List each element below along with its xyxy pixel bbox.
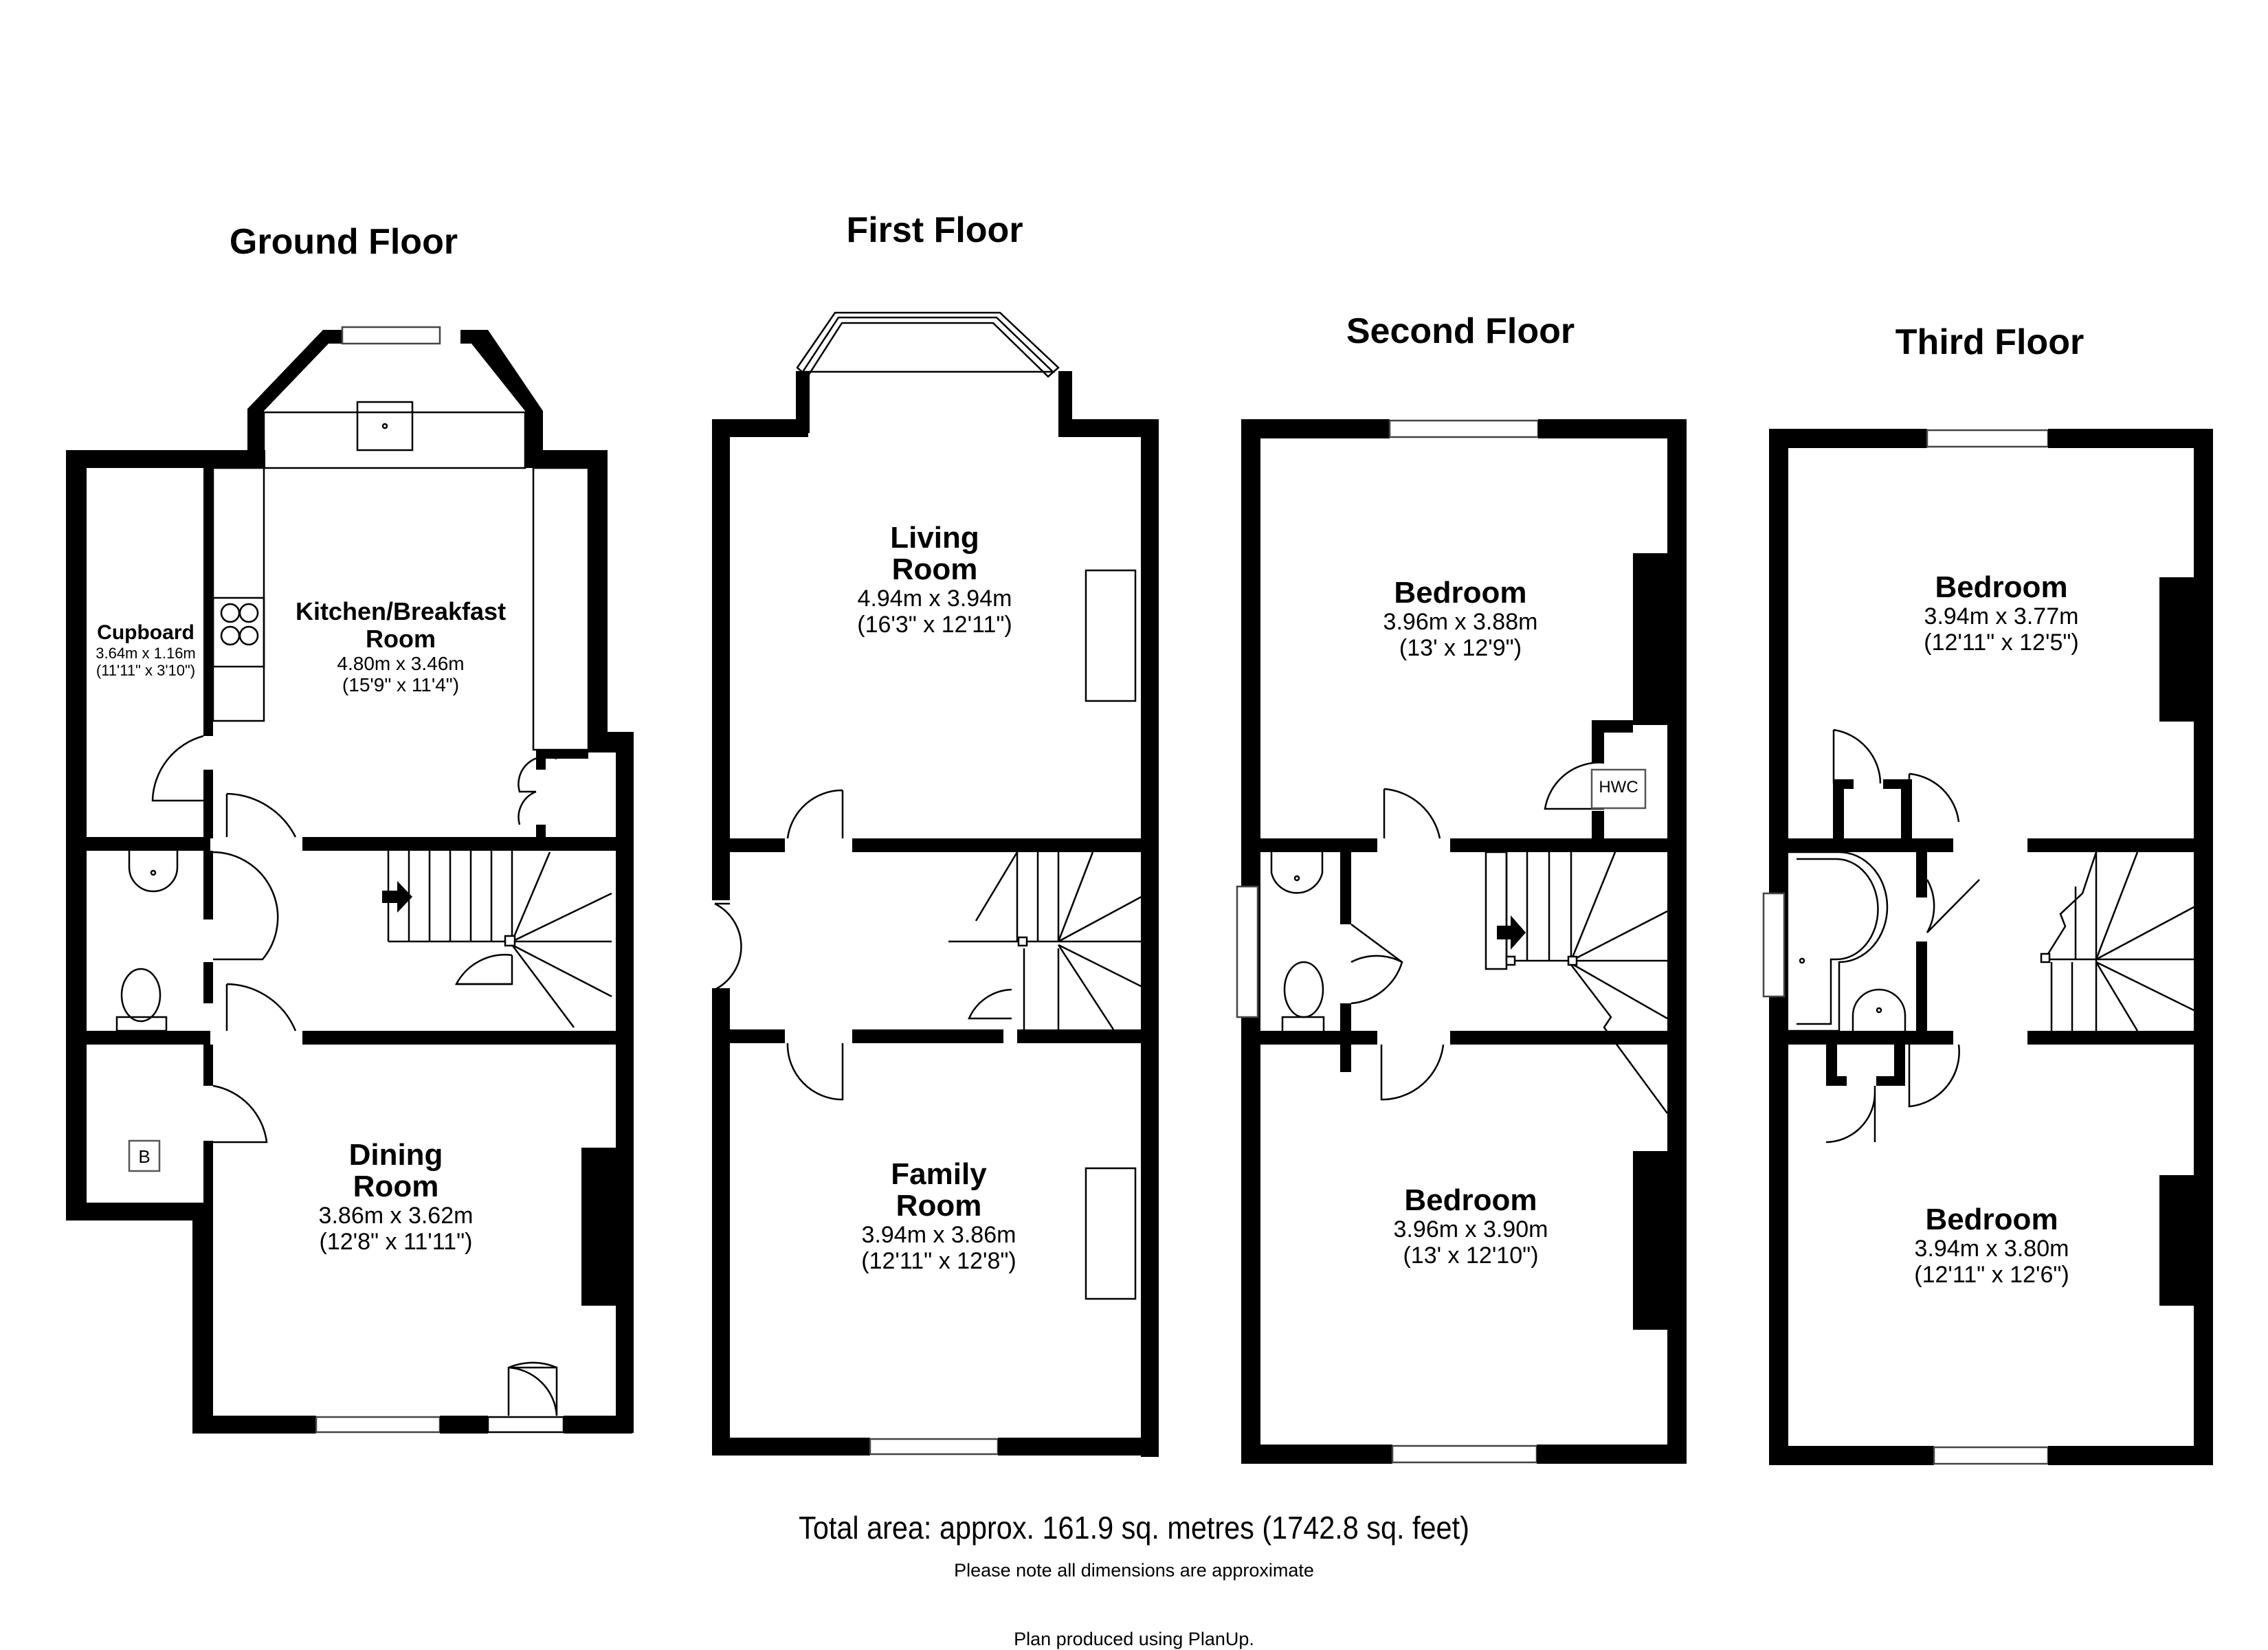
room-name-line2: Room <box>891 553 978 586</box>
stairs-up-arrow-icon <box>1497 915 1526 950</box>
first-floor-staircase <box>948 851 1148 1030</box>
room-dimensions-imperial: (12'11" x 12'5") <box>1924 629 2079 656</box>
second-floor-staircase <box>1485 851 1669 1114</box>
room-name: Bedroom <box>1935 570 2068 604</box>
hwc-box-icon <box>1590 768 1647 810</box>
room-dimensions-metric: 4.94m x 3.94m <box>857 586 1012 612</box>
room-name-line1: Family <box>891 1157 987 1191</box>
toilet-icon <box>1283 961 1324 1018</box>
room-label-third-floor-bedroom-1: Bedroom 3.94m x 3.77m (12'11" x 12'5") <box>1924 572 2079 656</box>
toilet-icon <box>120 968 162 1023</box>
room-label-third-floor-bedroom-2: Bedroom 3.94m x 3.80m (12'11" x 12'6") <box>1914 1203 2069 1289</box>
room-name-line2: Room <box>896 1189 982 1223</box>
room-name: Bedroom <box>1394 576 1527 610</box>
wash-basin-icon <box>128 851 179 893</box>
third-floor-plan <box>1762 429 2213 1465</box>
room-name-line1: Living <box>890 521 979 555</box>
room-dimensions-metric: 3.64m x 1.16m <box>96 645 196 662</box>
room-name-line1: Dining <box>348 1138 443 1172</box>
room-dimensions-imperial: (12'8" x 11'11") <box>319 1229 473 1255</box>
room-dimensions-imperial: (15'9" x 11'4") <box>342 674 460 695</box>
room-dimensions-metric: 4.80m x 3.46m <box>337 653 465 674</box>
stairs-up-arrow-icon <box>382 881 412 913</box>
room-name-line2: Room <box>353 1170 439 1203</box>
second-floor-plan <box>1236 419 1687 1464</box>
room-name-line2: Room <box>365 625 436 653</box>
hwc-label: HWC <box>1599 778 1638 796</box>
ground-floor-staircase <box>382 851 612 1028</box>
room-label-family-room: Family Room 3.94m x 3.86m (12'11" x 12'8… <box>861 1157 1016 1275</box>
room-label-dining-room: Dining Room 3.86m x 3.62m (12'8" x 11'11… <box>318 1138 474 1256</box>
room-label-living-room: Living Room 4.94m x 3.94m (16'3" x 12'11… <box>857 522 1012 638</box>
wash-basin-icon <box>1852 988 1906 1031</box>
third-floor-staircase <box>2040 851 2199 1032</box>
third-floor-title: Third Floor <box>1895 322 2084 362</box>
wash-basin-icon <box>1270 852 1324 894</box>
bath-icon <box>1788 851 1889 1032</box>
room-dimensions-metric: 3.96m x 3.90m <box>1393 1216 1548 1242</box>
room-dimensions-metric: 3.94m x 3.77m <box>1924 603 2079 629</box>
first-floor-plan <box>712 311 1159 1457</box>
boiler-label: B <box>138 1146 151 1167</box>
room-dimensions-metric: 3.96m x 3.88m <box>1383 609 1538 635</box>
approximate-dimensions-note: Please note all dimensions are approxima… <box>954 1560 1314 1581</box>
room-name: Bedroom <box>1404 1183 1537 1217</box>
room-dimensions-imperial: (16'3" x 12'11") <box>857 612 1012 638</box>
ground-floor-title: Ground Floor <box>229 222 458 262</box>
room-label-kitchen-breakfast: Kitchen/Breakfast Room 4.80m x 3.46m (15… <box>295 597 507 696</box>
room-dimensions-imperial: (13' x 12'10") <box>1403 1242 1539 1269</box>
room-dimensions-metric: 3.94m x 3.80m <box>1914 1236 2069 1262</box>
room-dimensions-imperial: (13' x 12'9") <box>1399 635 1522 661</box>
boiler-box-icon <box>128 1139 161 1172</box>
room-dimensions-imperial: (12'11" x 12'6") <box>1914 1262 2069 1288</box>
second-floor-title: Second Floor <box>1346 311 1575 351</box>
room-name: Bedroom <box>1925 1203 2058 1236</box>
room-label-second-floor-bedroom-1: Bedroom 3.96m x 3.88m (13' x 12'9") <box>1383 576 1538 662</box>
room-dimensions-imperial: (11'11" x 3'10") <box>96 662 196 679</box>
plan-credit: Plan produced using PlanUp. <box>1014 1629 1254 1649</box>
room-label-cupboard: Cupboard 3.64m x 1.16m (11'11" x 3'10") <box>96 621 196 679</box>
first-floor-title: First Floor <box>846 210 1023 250</box>
room-dimensions-imperial: (12'11" x 12'8") <box>861 1248 1016 1274</box>
room-name: Cupboard <box>97 621 194 644</box>
room-name-line1: Kitchen/Breakfast <box>295 597 507 625</box>
ground-floor-plan <box>66 326 634 1434</box>
room-dimensions-metric: 3.86m x 3.62m <box>318 1203 474 1229</box>
total-area-text: Total area: approx. 161.9 sq. metres (17… <box>799 1510 1469 1546</box>
room-label-second-floor-bedroom-2: Bedroom 3.96m x 3.90m (13' x 12'10") <box>1394 1185 1548 1269</box>
room-dimensions-metric: 3.94m x 3.86m <box>861 1222 1016 1248</box>
